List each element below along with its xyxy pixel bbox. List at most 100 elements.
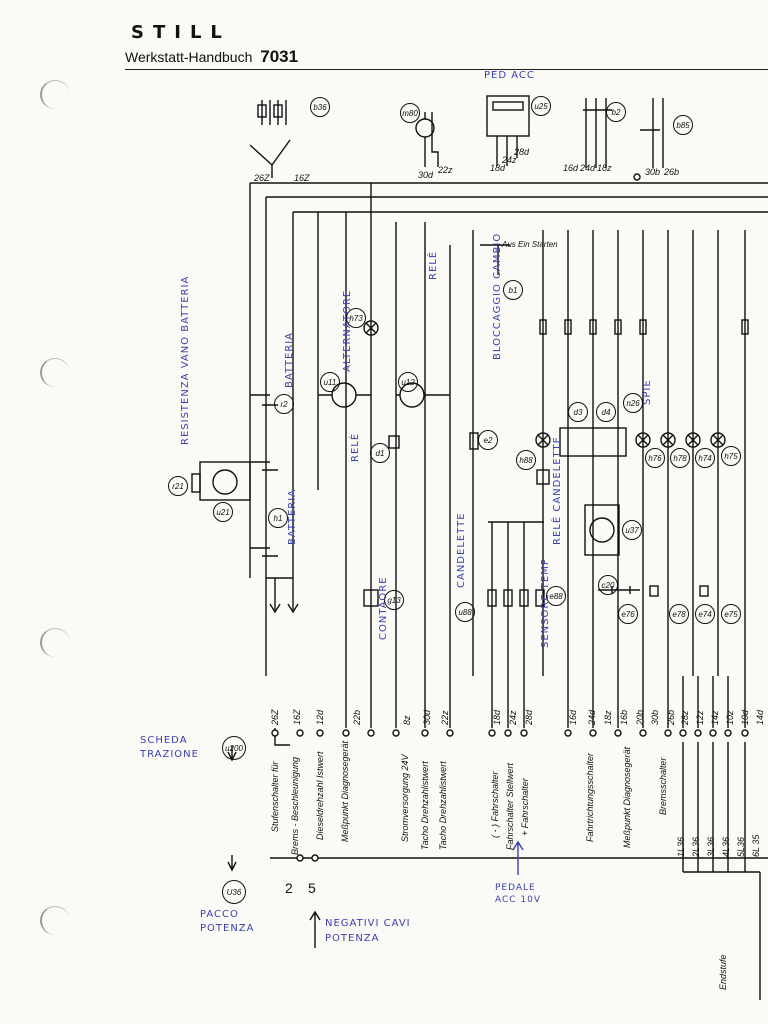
bus-lines (249, 182, 768, 676)
annotation-pacco-potenza: PACCO POTENZA (200, 909, 255, 934)
manual-title: Werkstatt-Handbuch 7031 (125, 47, 298, 67)
component-u200: u200 (222, 736, 246, 760)
terminal-u25-18d: 18d (490, 163, 506, 173)
component-e2: e2 (478, 430, 498, 450)
component-d3: d3 (568, 402, 588, 422)
terminal-b85-30b: 30b (645, 167, 661, 177)
terminal-bottom-18d: 18d (492, 709, 502, 725)
terminal-b2-16d: 16d (563, 163, 579, 173)
punch-hole (40, 628, 70, 657)
terminal-bottom-16d: 16d (568, 709, 578, 725)
annotation-batteria-1: BATTERIA (284, 331, 295, 388)
annotation-batteria-2: BATTERIA (287, 488, 298, 545)
terminal-bottom-10d: 10d (740, 709, 750, 725)
terminal-b85-26b: 26b (664, 167, 680, 177)
terminal-bottom-18z: 18z (603, 710, 613, 725)
terminal-bottom-28d: 28d (524, 709, 534, 725)
component-e75: e75 (721, 604, 741, 624)
component-u12: u12 (398, 372, 418, 392)
component-h75: h75 (721, 446, 741, 466)
annotation-ped-acc: PED ACC (484, 70, 535, 81)
component-e74: e74 (695, 604, 715, 624)
annotation-contaore: CONTAORE (378, 576, 389, 640)
alternator-battery (191, 320, 450, 614)
terminal-bottom-12z: 12z (695, 710, 705, 725)
component-u25: u25 (531, 96, 551, 116)
component-u21: u21 (213, 502, 233, 522)
terminal-bottom-14z: 14z (710, 710, 720, 725)
component-h78: h78 (670, 448, 690, 468)
component-h76: h76 (645, 448, 665, 468)
terminal-u25-28d: 28d (514, 147, 530, 157)
annotation-candelette: CANDELETTE (456, 512, 467, 588)
component-b85: b85 (673, 115, 693, 135)
terminal-b2-18z: 18z (597, 163, 612, 173)
annotation-alternatore: ALTERNATORE (342, 289, 353, 372)
top-components (249, 95, 664, 181)
terminal-bottom-24z: 24z (508, 710, 518, 725)
terminal-bottom-8z: 8z (402, 715, 412, 725)
terminal-strip (227, 676, 768, 1000)
model-number: 7031 (260, 47, 299, 66)
annotation-resistenza: RESISTENZA VANO BATTERIA (180, 275, 191, 445)
terminal-bottom-16z: 16Z (292, 709, 302, 725)
endstufe-1l36: 1L36 (676, 836, 686, 857)
component-b36: b36 (310, 97, 330, 117)
terminal-16z: 16Z (294, 173, 310, 183)
component-h73: h73 (346, 308, 366, 328)
terminal-bottom-26z: 26Z (270, 709, 280, 725)
label-tacho-1: Tacho Drehzahlistwert (420, 761, 430, 850)
label-fahrschalter-1: ( - ) Fahrschalter (490, 771, 500, 838)
annotation-rele-candelette: RELÈ CANDELETTE (552, 436, 563, 545)
component-d4: d4 (596, 402, 616, 422)
component-c20: c20 (598, 575, 618, 595)
label-bremsschalter: Bremsschalter (658, 757, 668, 815)
label-endstufe: Endstufe (718, 954, 728, 990)
component-r2: r2 (274, 394, 294, 414)
terminal-bottom-16b: 16b (619, 709, 629, 725)
label-stufenschalter: Stufenschalter für (270, 761, 280, 832)
label-messpunkt-2: Meßpunkt Diagnosegerät (622, 746, 632, 848)
endstufe-2l36: 2L36 (691, 836, 701, 857)
punch-hole (40, 80, 70, 109)
terminal-bottom-28z: 28z (680, 710, 690, 725)
endstufe-3l36: 3L36 (706, 836, 716, 857)
terminal-m80-30d: 30d (418, 170, 434, 180)
terminal-26z: 26Z (254, 173, 270, 183)
terminal-bottom-20b: 20b (635, 709, 645, 725)
label-fahrtrichtung: Fahrtrichtungsschalter (585, 752, 595, 842)
component-e76: e76 (618, 604, 638, 624)
component-u36: U36 (222, 880, 246, 904)
component-b1: b1 (503, 280, 523, 300)
terminal-bottom-24d: 24d (587, 709, 597, 725)
terminal-bottom-14d: 14d (755, 709, 765, 725)
component-d1: d1 (370, 443, 390, 463)
annotation-spie: SPIE (642, 379, 653, 405)
component-g13: g13 (384, 590, 404, 610)
label-fahrschalter-3: + Fahrschalter (520, 778, 530, 836)
label-tacho-2: Tacho Drehzahlistwert (438, 761, 448, 850)
terminal-circles (271, 729, 749, 862)
component-h74: h74 (695, 448, 715, 468)
endstufe-6l35: 6L 35 (751, 834, 761, 857)
terminal-bottom-26b: 26b (666, 709, 676, 725)
terminal-bottom-22z: 22z (440, 710, 450, 725)
switch-label-aus-ein-starten: Aus Ein Starten (502, 240, 558, 249)
component-e78: e78 (669, 604, 689, 624)
component-m80: m80 (400, 103, 420, 123)
terminal-bottom-30b: 30b (650, 709, 660, 725)
header-rule (125, 69, 768, 70)
annotation-scheda-trazione: SCHEDA TRAZIONE (140, 735, 199, 760)
component-h1: h1 (268, 508, 288, 528)
punch-hole (40, 906, 70, 935)
terminal-bottom-10z: 10z (725, 710, 735, 725)
punch-hole (40, 358, 70, 387)
component-u11: u11 (320, 372, 340, 392)
label-stromversorgung: Stromversorgung 24V (400, 754, 410, 842)
relays-lamps (469, 244, 749, 676)
endstufe-4l36: 4L36 (721, 836, 731, 857)
annotation-rele-2: RELÈ (350, 432, 361, 462)
annotation-negativi: NEGATIVI CAVI POTENZA (325, 918, 411, 944)
label-messpunkt: Meßpunkt Diagnosegerät (340, 740, 350, 842)
